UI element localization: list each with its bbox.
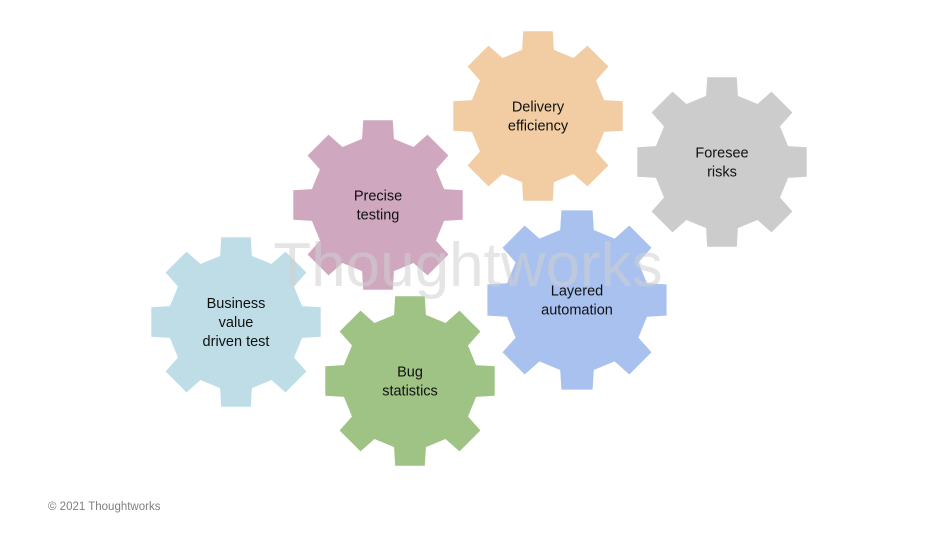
gear-label-foresee-risks: Foresee [695,146,748,162]
watermark-text: Thoughtworks [273,231,662,300]
gear-bug-statistics: Bug statistics [325,296,495,466]
gear-foresee-risks: Foresee risks [637,77,807,247]
gear-label-precise-testing: Precise [354,189,402,205]
gear-shape-precise-testing [293,120,463,290]
gear-label-delivery-efficiency: Delivery [512,100,565,116]
gear-label-business-value-driven-test: driven test [203,334,270,350]
gear-shape-foresee-risks [637,77,807,247]
gear-label-layered-automation: automation [541,303,613,319]
copyright-footer: © 2021 Thoughtworks [48,501,161,513]
gear-shape-business-value-driven-test [151,237,321,407]
gear-shape-delivery-efficiency [453,31,623,201]
gear-business-value-driven-test: Business value driven test [151,237,321,407]
gear-label-foresee-risks: risks [707,165,737,181]
gear-shape-bug-statistics [325,296,495,466]
gear-precise-testing: Precise testing [293,120,463,290]
gear-label-business-value-driven-test: Business [207,296,266,312]
gear-label-precise-testing: testing [357,208,400,224]
gear-label-bug-statistics: Bug [397,365,423,381]
gear-layered-automation: Layered automation [487,210,667,390]
gear-label-delivery-efficiency: efficiency [508,119,569,135]
gear-label-bug-statistics: statistics [382,384,438,400]
gear-label-layered-automation: Layered [551,284,603,300]
gear-label-business-value-driven-test: value [219,315,254,331]
gear-shape-layered-automation [487,210,667,390]
gear-delivery-efficiency: Delivery efficiency [453,31,623,201]
